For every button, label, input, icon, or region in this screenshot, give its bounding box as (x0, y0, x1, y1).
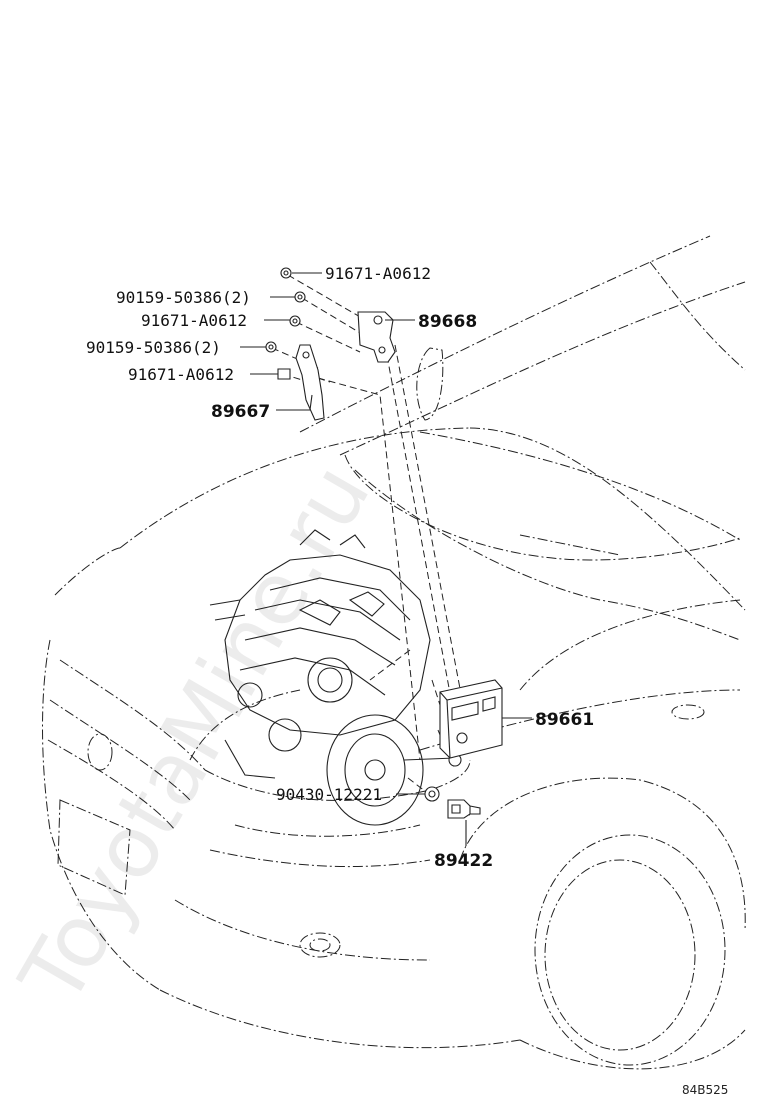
bracket-89668 (357, 311, 396, 363)
callout-91671-a0612-lower: 91671-A0612 (128, 365, 234, 384)
callout-89661: 89661 (535, 710, 594, 730)
callout-91671-a0612-top: 91671-A0612 (325, 264, 431, 283)
callout-89422: 89422 (434, 851, 493, 871)
car-body-outline (42, 235, 746, 1070)
callout-90159-50386-lower: 90159-50386(2) (86, 338, 221, 357)
sensor-89422 (447, 799, 481, 819)
callout-91671-a0612-middle: 91671-A0612 (141, 311, 247, 330)
callout-90159-50386-upper: 90159-50386(2) (116, 288, 251, 307)
callout-89668: 89668 (418, 312, 477, 332)
ecu-89661 (439, 679, 503, 759)
watermark: ToyotaMine.ru (1, 448, 390, 1021)
engine-assembly (209, 529, 431, 826)
drawing-code: 84B525 (682, 1083, 728, 1097)
callout-90430-12221: 90430-12221 (276, 785, 382, 804)
callout-89667: 89667 (211, 402, 270, 422)
callout-leaders (240, 272, 532, 846)
callout-labels: 91671-A0612 90159-50386(2) 89668 91671-A… (86, 264, 594, 871)
bracket-89667 (295, 344, 325, 421)
